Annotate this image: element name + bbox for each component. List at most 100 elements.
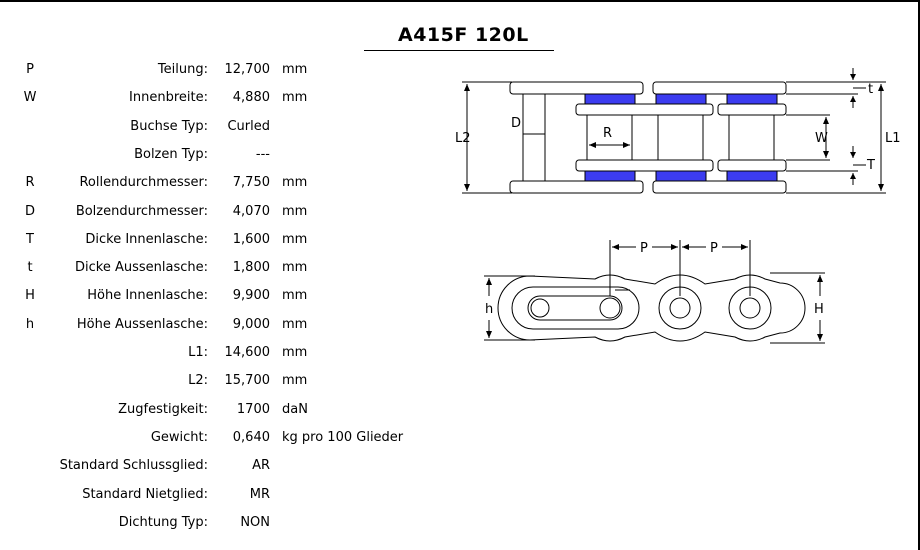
l2-arrow-up [464, 84, 470, 91]
frame-right-border [918, 0, 920, 550]
chain-top-view [509, 81, 787, 194]
spec-unit: mm [282, 231, 308, 247]
spec-value: 9,900 [232, 288, 270, 304]
spec-label: Dicke Aussenlasche: [75, 260, 208, 276]
p2-arrow-left [682, 244, 689, 250]
spec-label: L1: [188, 345, 208, 360]
spec-symbol: W [23, 90, 37, 106]
spec-value: Curled [227, 118, 270, 134]
l1-arrow-up [878, 84, 884, 91]
label-w: W [815, 131, 828, 146]
spec-value: 1,600 [232, 231, 270, 247]
pin-left [522, 93, 546, 182]
spec-symbol: T [26, 231, 34, 247]
top-view-arrows [464, 74, 884, 191]
roller-bottom-1 [584, 170, 636, 182]
pin-hole-1 [530, 298, 550, 318]
spec-unit: daN [282, 401, 308, 417]
chain-side-view [497, 274, 806, 342]
spec-row: Dichtung Typ:NON [0, 509, 440, 537]
roller-top-1 [584, 93, 636, 105]
spec-row: Standard Schlussglied:AR [0, 452, 440, 480]
inner-plate-bottom-right [717, 159, 787, 172]
spec-symbol: h [25, 316, 35, 332]
r-arrow-right [623, 142, 630, 148]
spec-row: Standard Nietglied:MR [0, 481, 440, 509]
spec-value: 15,700 [224, 373, 271, 389]
page-title: A415F 120L [398, 24, 529, 46]
bushing-3 [728, 114, 775, 161]
side-plate-slot [527, 295, 623, 321]
side-view-arrows [486, 244, 823, 341]
label-t-capital: T [866, 158, 875, 173]
l2-arrow-down [464, 184, 470, 191]
spec-row: Buchse Typ: Curled [0, 113, 440, 141]
label-h-small: h [485, 302, 493, 317]
spec-value: 1,800 [232, 260, 270, 276]
side-view-labels: P P h H [485, 241, 824, 317]
roller-bottom-3 [726, 170, 778, 182]
spec-unit: mm [282, 373, 308, 389]
spec-value: NON [240, 514, 270, 530]
spec-unit: kg pro 100 Glieder [282, 429, 404, 445]
spec-symbol: R [25, 175, 35, 191]
h-arrow-up [486, 278, 492, 285]
spec-label: Höhe Aussenlasche: [76, 316, 208, 332]
p1-arrow-left [612, 244, 619, 250]
label-l1: L1 [885, 131, 901, 146]
spec-row: L2: 15,700 mm [0, 367, 440, 395]
label-r: R [603, 126, 612, 141]
spec-label: Standard Nietglied: [82, 486, 208, 502]
spec-label: Rollendurchmesser: [79, 175, 208, 191]
H-arrow-up [817, 275, 823, 282]
roller-top-2 [655, 93, 707, 105]
spec-label: L2: [188, 373, 208, 389]
spec-symbol: H [25, 288, 35, 304]
inner-plate-bottom-left [575, 159, 714, 172]
r-arrow-left [589, 142, 596, 148]
spec-label: Innenbreite: [129, 90, 208, 106]
label-l2: L2 [455, 131, 471, 146]
bushing-1 [586, 114, 633, 161]
spec-value: 4,070 [232, 203, 270, 219]
w-arrow-down [823, 151, 829, 158]
top-view-dimensions [462, 68, 886, 194]
roller-highlights [584, 93, 778, 182]
T-arrowhead-bottom [850, 173, 856, 179]
bushing-2 [657, 114, 704, 161]
outer-plate-bottom-left [509, 180, 644, 194]
T-arrowhead-top [850, 152, 856, 158]
spec-value: 9,000 [232, 316, 270, 332]
spec-row: Gewicht: 0,640 kg pro 100 Glieder [0, 424, 440, 452]
spec-value: 0,640 [232, 429, 270, 445]
inner-plate-top-right [717, 103, 787, 116]
spec-value: 12,700 [224, 62, 271, 77]
pin-hole-4 [739, 297, 761, 319]
label-t-small: t [868, 82, 873, 97]
t-arrowhead-bottom [850, 96, 856, 102]
spec-symbol: D [24, 203, 35, 219]
t-arrowhead-top [850, 74, 856, 80]
spec-label: Buchse Typ: [130, 118, 208, 134]
side-view-dimensions [484, 240, 825, 344]
spec-label: Gewicht: [150, 429, 208, 445]
spec-value: 4,880 [232, 90, 270, 106]
label-p-1: P [640, 241, 648, 256]
label-h-capital: H [814, 302, 824, 317]
spec-unit: mm [282, 260, 308, 276]
spec-value: 14,600 [224, 345, 271, 360]
h-arrow-down [486, 331, 492, 338]
spec-value: 1700 [236, 401, 270, 417]
spec-value: --- [255, 146, 270, 162]
l1-arrow-down [878, 184, 884, 191]
spec-label: Teilung: [157, 62, 208, 77]
label-p-2: P [710, 241, 718, 256]
frame-top-border [0, 0, 920, 2]
